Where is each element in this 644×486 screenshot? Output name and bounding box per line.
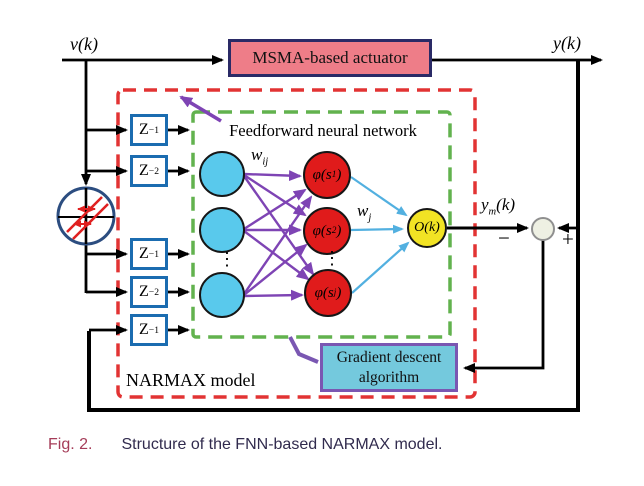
delay-1-exp: −1 (148, 124, 159, 136)
delay-5-base: Z (139, 321, 149, 338)
fnn-gradient-connector (288, 336, 319, 364)
plus-sign: + (562, 227, 574, 251)
delay-2-base: Z (139, 162, 149, 179)
update-arrow (179, 95, 222, 123)
delay-4-base: Z (139, 283, 149, 300)
caption-figure-number: Fig. 2. (48, 436, 93, 453)
error-to-gradient-line (463, 240, 545, 373)
model-output-arg: (k) (496, 195, 516, 214)
hidden-2-sub: 2 (331, 226, 337, 236)
delay-block-4: Z−2 (130, 276, 168, 308)
hidden-1-pre: φ(s (312, 166, 332, 183)
output-signal-label: y(k) (553, 33, 581, 53)
hidden-ellipsis: ⋮ (323, 248, 341, 268)
weight-j-base: w (357, 201, 369, 220)
actuator-box: MSMA-based actuator (228, 39, 432, 77)
caption-text: Structure of the FNN-based NARMAX model. (121, 436, 443, 453)
delay-block-1: Z−1 (130, 114, 168, 146)
weight-ij-base: w (251, 145, 263, 164)
fnn-title: Feedforward neural network (229, 121, 417, 140)
model-output-base: y (481, 195, 489, 214)
delay-2-exp: −2 (148, 165, 159, 177)
delay-4-exp: −2 (148, 286, 159, 298)
delay-block-3: Z−1 (130, 238, 168, 270)
narmax-boundary (116, 88, 477, 399)
delay-5-exp: −1 (148, 324, 159, 336)
gradient-descent-box: Gradient descent algorithm (320, 343, 458, 392)
output-node-label: O(k) (414, 220, 440, 235)
weight-ij-label: wij (251, 145, 268, 167)
hysteresis-icon (56, 186, 116, 246)
hidden-3-pre: φ(s (314, 284, 334, 301)
input-signal-label: v(k) (70, 34, 98, 54)
hidden-2-post: ) (336, 222, 342, 239)
input-node-3 (199, 272, 245, 318)
weight-ij-sub: ij (262, 156, 269, 168)
hidden-2-pre: φ(s (312, 222, 332, 239)
delay-1-base: Z (139, 121, 149, 138)
input-node-2 (199, 207, 245, 253)
narmax-model-label: NARMAX model (126, 370, 256, 390)
model-output-sub: m (488, 206, 497, 218)
weight-j-sub: j (368, 212, 372, 224)
hidden-output-connections (350, 176, 410, 294)
gradient-box-line2: algorithm (358, 368, 420, 386)
weight-j-label: wj (357, 201, 371, 223)
delay-block-5: Z−1 (130, 314, 168, 346)
input-node-1 (199, 151, 245, 197)
actuator-box-label: MSMA-based actuator (252, 48, 408, 67)
fnn-boundary (191, 110, 452, 339)
weight-connections (243, 170, 315, 301)
hidden-1-sub: 1 (331, 170, 337, 180)
delay-3-base: Z (139, 245, 149, 262)
output-node: O(k) (407, 208, 447, 248)
figure-caption: Fig. 2. Structure of the FNN-based NARMA… (48, 436, 442, 454)
summation-node (531, 217, 555, 241)
hidden-1-post: ) (336, 166, 342, 183)
main-signal-lines (62, 55, 603, 412)
delay-3-exp: −1 (148, 248, 159, 260)
feedback-line (87, 60, 580, 412)
delay-block-2: Z−2 (130, 155, 168, 187)
hidden-3-post: ) (336, 284, 342, 301)
input-ellipsis: ⋮ (218, 249, 236, 269)
model-output-label: ym(k) (481, 195, 515, 217)
hidden-3-sub: j (333, 288, 337, 298)
minus-sign: − (498, 226, 510, 250)
gradient-box-line1: Gradient descent (336, 349, 442, 367)
